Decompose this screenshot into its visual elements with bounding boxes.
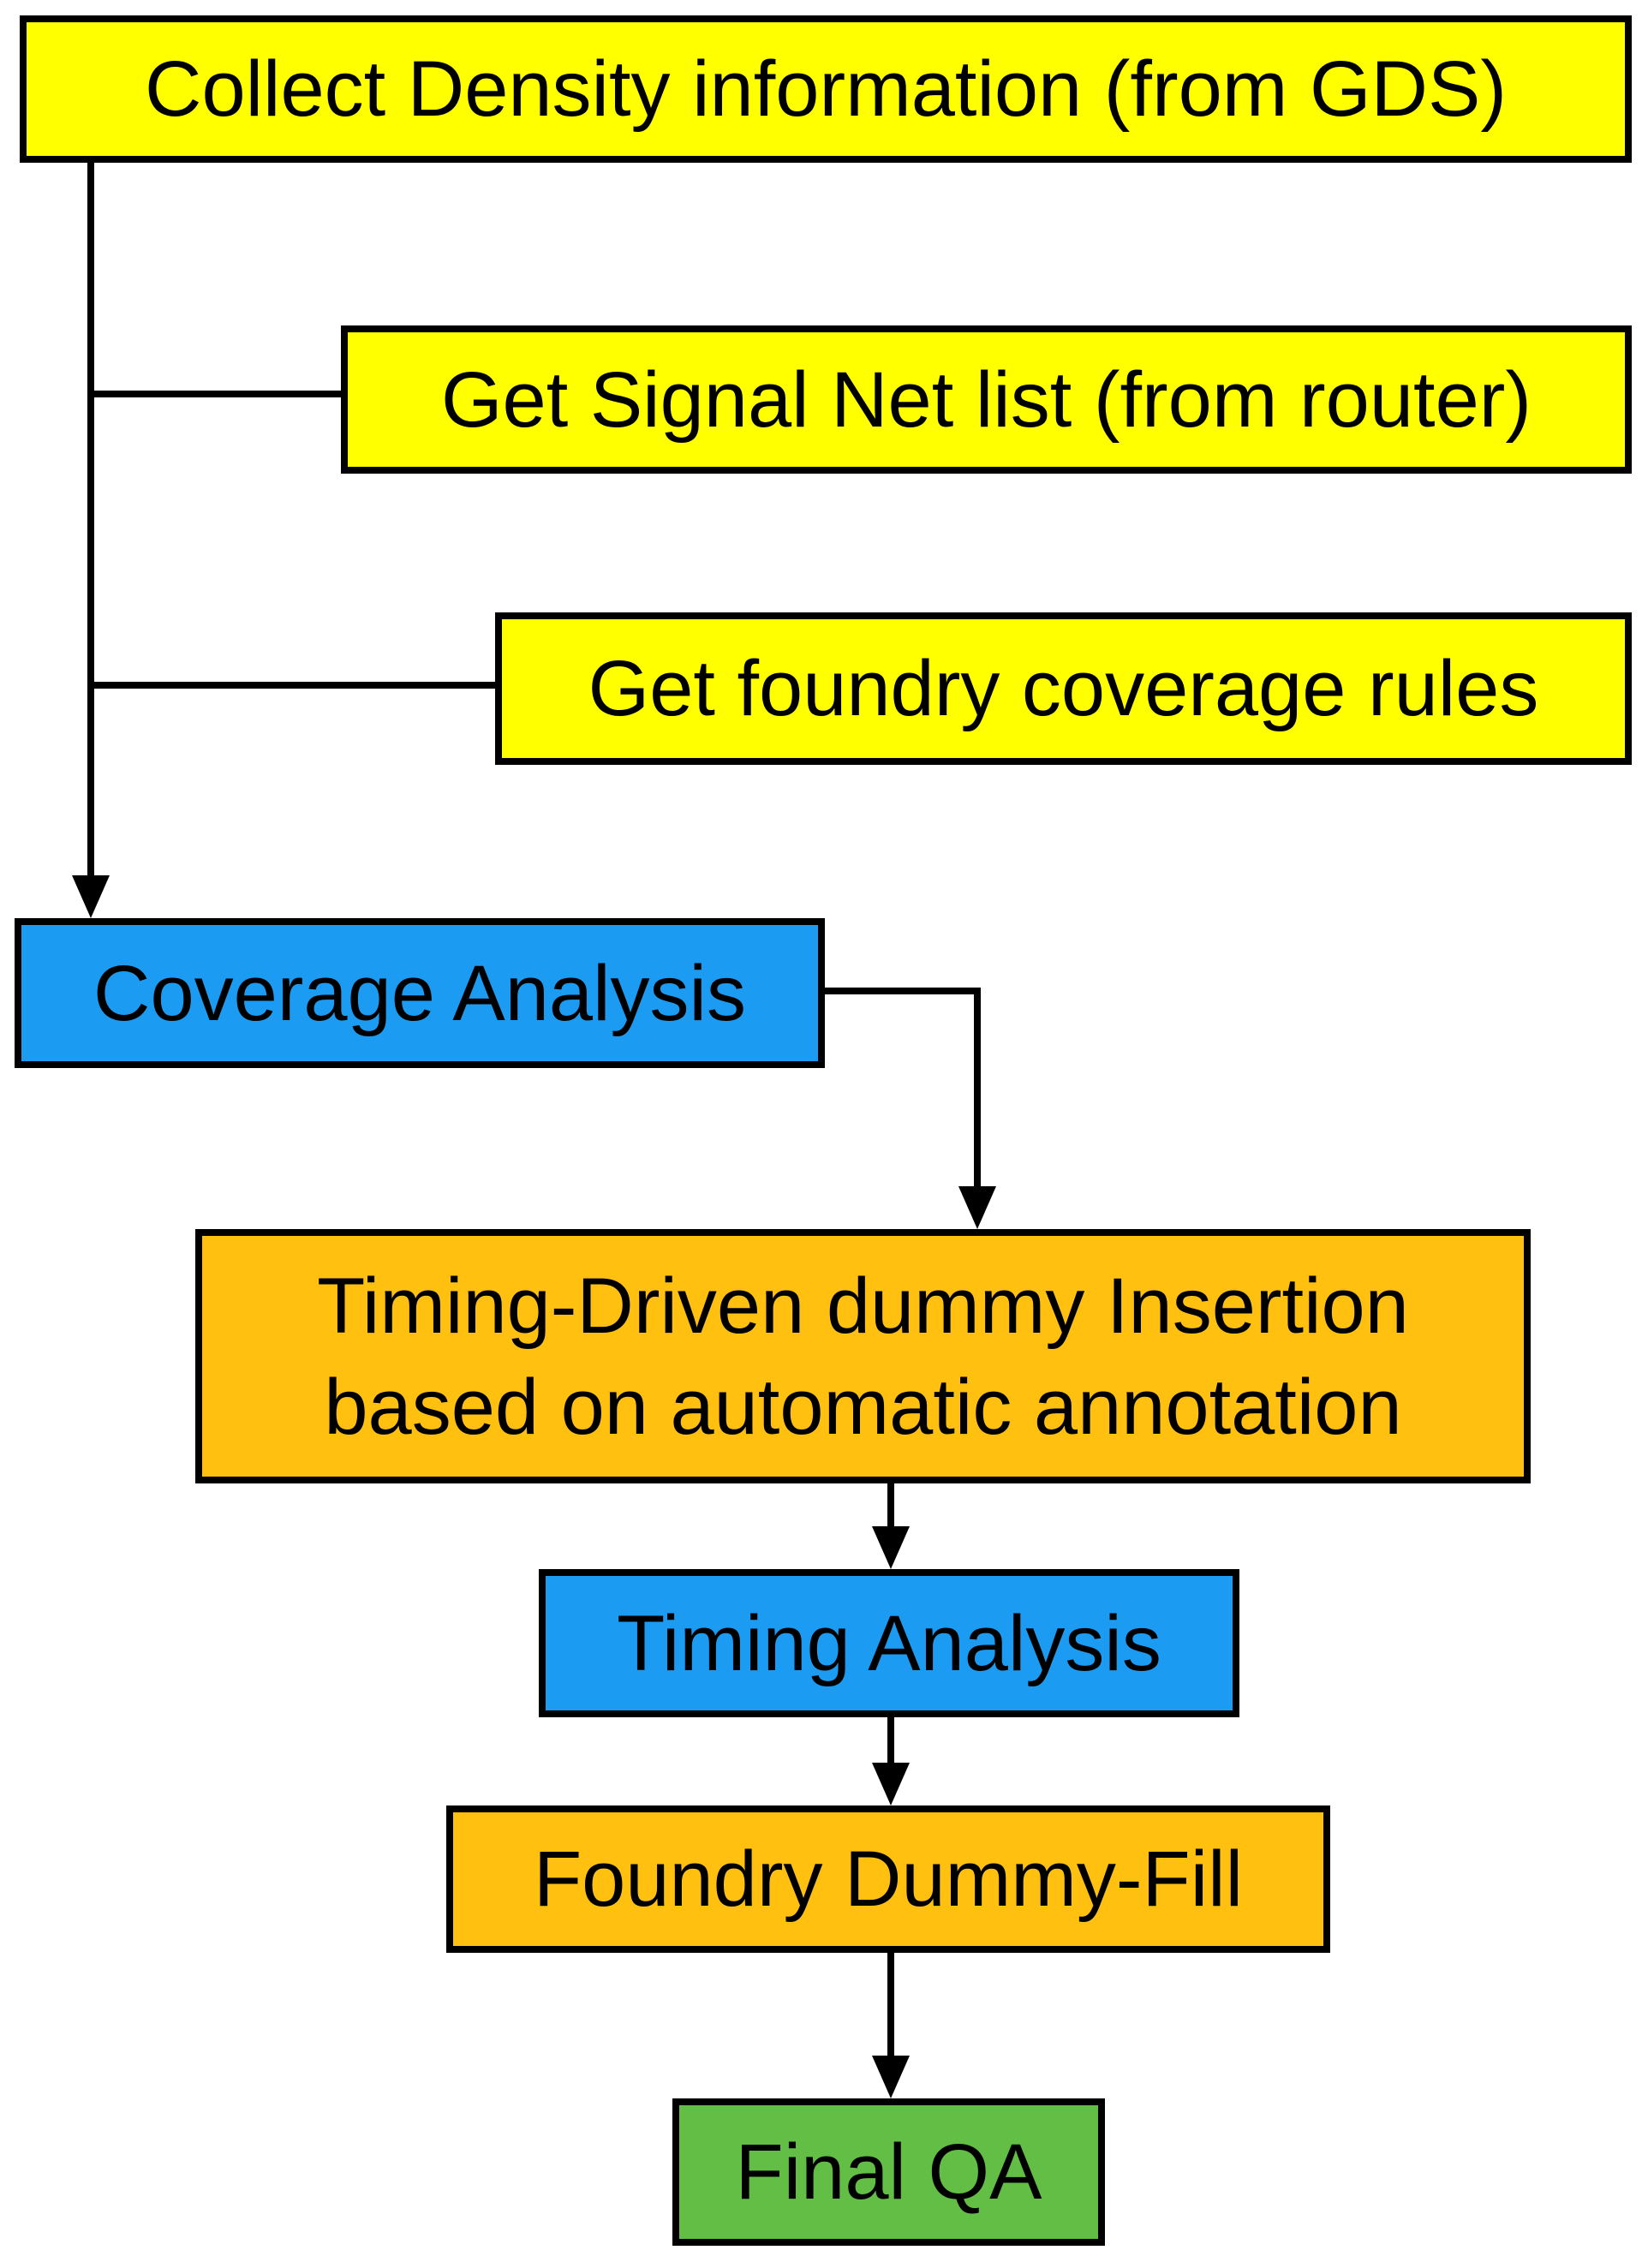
node-label: Get foundry coverage rules bbox=[588, 645, 1539, 732]
node-label: Get Signal Net list (from router) bbox=[440, 355, 1532, 444]
node-label: Timing Analysis bbox=[617, 1599, 1161, 1687]
node-label: Collect Density information (from GDS) bbox=[145, 45, 1507, 133]
node-label: Coverage Analysis bbox=[93, 949, 746, 1037]
connector-insertion-to-timing bbox=[887, 1483, 894, 1528]
connector-timing-to-dummy-fill bbox=[887, 1717, 894, 1764]
node-label: Final QA bbox=[735, 2128, 1042, 2216]
connector-branch-to-foundry-rules bbox=[91, 682, 495, 689]
arrow-into-final-qa-icon bbox=[872, 2056, 910, 2098]
node-final-qa: Final QA bbox=[672, 2098, 1105, 2246]
node-collect-density: Collect Density information (from GDS) bbox=[20, 15, 1632, 163]
arrow-into-timing-analysis-icon bbox=[872, 1526, 910, 1569]
node-coverage-analysis: Coverage Analysis bbox=[15, 918, 825, 1068]
arrow-into-foundry-dummy-fill-icon bbox=[872, 1763, 910, 1805]
connector-elbow-vertical bbox=[974, 988, 981, 1188]
node-label: Foundry Dummy-Fill bbox=[533, 1835, 1244, 1923]
node-label: Timing-Driven dummy Insertion bbox=[317, 1262, 1409, 1350]
node-foundry-dummy-fill: Foundry Dummy-Fill bbox=[446, 1805, 1330, 1953]
node-timing-analysis: Timing Analysis bbox=[539, 1569, 1239, 1717]
connector-branch-to-signal-net-list bbox=[91, 391, 341, 397]
arrow-into-timing-insertion-icon bbox=[958, 1186, 996, 1229]
node-signal-net-list: Get Signal Net list (from router) bbox=[341, 325, 1632, 474]
node-timing-driven-insertion: Timing-Driven dummy Insertion based on au… bbox=[195, 1229, 1531, 1483]
node-label: based on automatic annotation bbox=[324, 1363, 1402, 1451]
connector-trunk-vertical bbox=[87, 163, 94, 875]
arrow-into-coverage-analysis-icon bbox=[72, 875, 110, 918]
connector-dummy-fill-to-final-qa bbox=[887, 1953, 894, 2057]
node-foundry-coverage-rules: Get foundry coverage rules bbox=[495, 612, 1632, 765]
connector-elbow-horizontal bbox=[825, 988, 981, 994]
